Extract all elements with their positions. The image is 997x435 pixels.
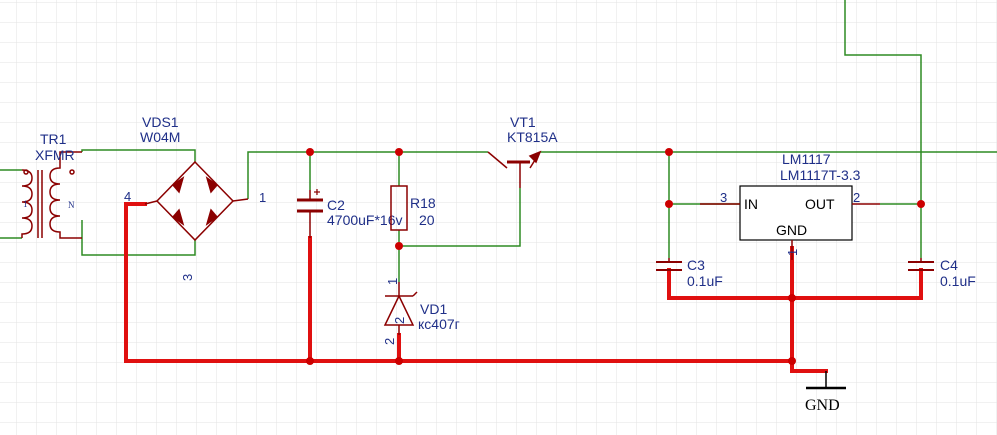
tr1-value-label: XFMR <box>35 147 75 163</box>
junction-dot <box>917 200 925 208</box>
junction-dot <box>395 242 403 250</box>
vds1-ref-label: VDS1 <box>142 114 179 130</box>
vt1-ref-label: VT1 <box>510 114 536 130</box>
bridge-diode-1 <box>171 176 185 194</box>
lm1117-pin-gnd-number: 1 <box>785 249 800 256</box>
junction-dot <box>788 294 796 302</box>
wire-tr-top <box>81 149 196 162</box>
junction-dot <box>788 357 796 365</box>
tr1-pin-secondary: N <box>68 200 75 210</box>
lm1117-pin-in-number: 3 <box>720 190 727 205</box>
capacitor-c4[interactable] <box>908 258 934 271</box>
gnd-bus-left <box>124 202 794 363</box>
vd1-ref-label: VD1 <box>420 301 447 317</box>
vds1-pin-bottom: 3 <box>180 274 195 281</box>
lm1117-pin-in-label: IN <box>744 196 758 212</box>
bridge-diode-4 <box>205 208 219 226</box>
lm1117-pin-gnd-label: GND <box>776 222 807 238</box>
lm1117-value-label: LM1117T-3.3 <box>780 167 861 183</box>
vds1-pin-right: 1 <box>259 190 266 205</box>
junction-dots <box>306 148 925 365</box>
wire-top-right-branch <box>844 0 922 204</box>
capacitor-c3[interactable] <box>656 258 682 271</box>
vd1-pin-top: 1 <box>385 278 400 285</box>
c2-ref-label: C2 <box>327 197 345 213</box>
wire-main-rail <box>247 151 488 199</box>
zener-vd1[interactable] <box>383 282 418 335</box>
junction-dot <box>306 357 314 365</box>
capacitor-c2[interactable] <box>297 189 323 238</box>
lm1117-pin-out-number: 2 <box>853 190 860 205</box>
r18-value-label: 20 <box>419 212 435 228</box>
resistor-r18[interactable] <box>390 185 408 231</box>
c3-value-label: 0.1uF <box>687 273 723 289</box>
junction-dot <box>665 200 673 208</box>
bridge-diamond <box>155 160 235 242</box>
tr1-dot-2 <box>69 169 75 175</box>
regulator-lm1117[interactable] <box>700 185 880 260</box>
vt1-emitter-arrow-icon <box>528 150 542 164</box>
transistor-vt1[interactable] <box>487 150 542 188</box>
vt1-value-label: KT815A <box>507 129 558 145</box>
gnd-symbol-icon[interactable] <box>806 371 846 390</box>
lm1117-pin-out-label: OUT <box>805 196 835 212</box>
lm1117-body <box>739 185 853 241</box>
wire-r18-to-base <box>398 188 521 247</box>
junction-dot <box>395 148 403 156</box>
gnd-label: GND <box>805 397 840 414</box>
tr1-ref-label: TR1 <box>40 131 67 147</box>
vd1-value-label: кс407г <box>418 316 460 332</box>
lm1117-ref-label: LM1117 <box>782 151 831 167</box>
bridge-vds1[interactable] <box>144 160 249 242</box>
c3-ref-label: C3 <box>687 257 705 273</box>
transformer-tr1[interactable] <box>21 151 82 239</box>
vds1-value-label: W04M <box>140 129 180 145</box>
gnd-bus <box>124 202 923 373</box>
tr1-pin-primary: 1 <box>23 199 28 209</box>
vds1-pin-left: 4 <box>124 189 131 204</box>
bridge-diode-2 <box>205 176 219 194</box>
bridge-diode-3 <box>171 208 185 226</box>
gnd-bus-to-symbol <box>790 246 828 373</box>
vd1-pin-bottom: 2 <box>382 338 397 345</box>
tr1-secondary-coil <box>49 151 82 239</box>
tr1-primary-coil <box>21 169 33 238</box>
vd1-pin-body: 2 <box>392 317 407 324</box>
c4-ref-label: C4 <box>940 257 958 273</box>
junction-dot <box>395 357 403 365</box>
tr1-dot-1 <box>23 169 29 175</box>
junction-dot <box>665 148 673 156</box>
junction-dot <box>306 148 314 156</box>
r18-ref-label: R18 <box>410 195 436 211</box>
c2-value-label: 4700uF*16v <box>327 212 403 228</box>
c4-value-label: 0.1uF <box>940 273 976 289</box>
